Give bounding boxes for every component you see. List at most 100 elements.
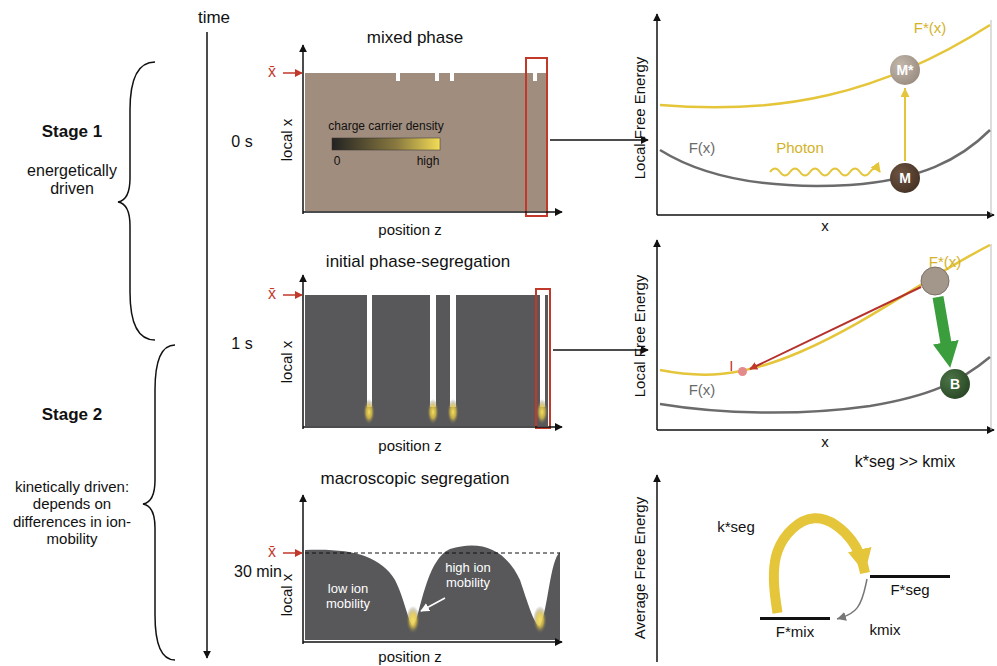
axis [302, 45, 304, 214]
glow [536, 399, 548, 425]
text-label: energetically driven [16, 162, 128, 199]
mean-marker [283, 552, 302, 554]
slot [367, 295, 372, 407]
excited-ball [921, 267, 949, 295]
pointer [421, 598, 445, 611]
text-label: initial phase-segregation [326, 252, 510, 272]
text-label: position z [378, 437, 441, 454]
slot [540, 295, 545, 407]
text-label: F(x) [689, 381, 716, 398]
state-ball: M [890, 163, 920, 193]
excited-curve [660, 25, 990, 107]
node-text: B [950, 376, 960, 392]
text-label: kinetically driven: depends on differenc… [9, 478, 135, 547]
axis-label: Local Free Energy [631, 275, 648, 398]
frame [991, 244, 992, 430]
axis-label: local x [278, 341, 295, 384]
tie-line [750, 287, 921, 369]
energy-level: F*mix [760, 617, 830, 640]
text-label: x̄ [268, 285, 276, 303]
text-label: 1 s [231, 335, 252, 353]
text-label: x̄ [268, 63, 276, 81]
text-label: high ion mobility [433, 561, 503, 591]
axis [303, 211, 562, 213]
rate-label: kmix [868, 621, 903, 638]
axis [656, 14, 658, 215]
node-text: M [899, 170, 911, 186]
text-label: Stage 2 [42, 405, 102, 425]
text-label: high [417, 155, 440, 169]
axis [302, 495, 304, 644]
energy-level: F*seg [870, 575, 950, 598]
axis [656, 475, 658, 662]
notch [533, 73, 537, 81]
text-label: F*(x) [929, 253, 962, 270]
text-label: x [821, 217, 829, 234]
stage-brace [118, 62, 155, 340]
node-text: M* [896, 62, 913, 78]
ground-curve [660, 130, 990, 186]
text-label: position z [378, 221, 441, 238]
text-label: x [821, 433, 829, 450]
axis [657, 214, 994, 216]
notch [396, 73, 400, 81]
rate-label: k*seg [715, 518, 757, 535]
slot [450, 295, 456, 407]
text-label: charge carrier density [328, 120, 443, 134]
glow [406, 606, 420, 634]
glow [447, 399, 459, 425]
axis [302, 275, 304, 429]
axis-label: local x [278, 119, 295, 162]
notch [450, 73, 454, 81]
text-label: 30 min [234, 563, 282, 581]
text-label: k*seg >> kmix [855, 453, 955, 471]
text-label: F(x) [689, 139, 716, 156]
notch [435, 73, 439, 81]
text-label: low ion mobility [313, 582, 383, 612]
axis-label: local x [278, 574, 295, 617]
text-label: mixed phase [367, 28, 463, 48]
text-label: Stage 1 [42, 122, 102, 142]
mean-marker [283, 294, 302, 296]
highlight-box [536, 289, 550, 428]
text-label: time [198, 8, 230, 28]
axis [656, 240, 658, 430]
photon-wave [770, 169, 880, 176]
mean-line [305, 553, 560, 554]
ground-curve [660, 357, 990, 413]
text-label: F*(x) [914, 19, 947, 36]
node-text: F*mix [776, 623, 814, 640]
density-scale-bar [332, 138, 440, 150]
segregated-film [305, 546, 560, 640]
excited-curve [660, 245, 990, 375]
frame [991, 20, 992, 215]
segregating-film [305, 295, 548, 426]
text-label: 0 s [231, 133, 252, 151]
text-label: Photon [776, 139, 824, 156]
text-label: x̄ [268, 543, 276, 561]
highlight-box [526, 58, 547, 216]
node-text: I [729, 357, 733, 374]
axis [303, 426, 562, 428]
transition-arrow [904, 88, 906, 161]
transition-arrow [837, 579, 867, 619]
mixed-phase-film [305, 73, 548, 211]
state-ball: I [738, 367, 747, 376]
text-label: position z [378, 648, 441, 665]
slot [430, 295, 436, 407]
glow [363, 399, 375, 425]
time-axis [206, 32, 208, 658]
axis-label: Local Free Energy [631, 57, 648, 180]
axis-label: Average Free Energy [631, 497, 648, 639]
glow [533, 606, 547, 634]
text-label: 0 [334, 155, 341, 169]
state-ball: M* [890, 55, 920, 85]
mean-marker [283, 72, 302, 74]
node-text: F*seg [890, 581, 929, 598]
relax-arrow [938, 297, 948, 355]
state-ball: B [940, 369, 970, 399]
glow [427, 399, 439, 425]
axis [657, 429, 994, 431]
